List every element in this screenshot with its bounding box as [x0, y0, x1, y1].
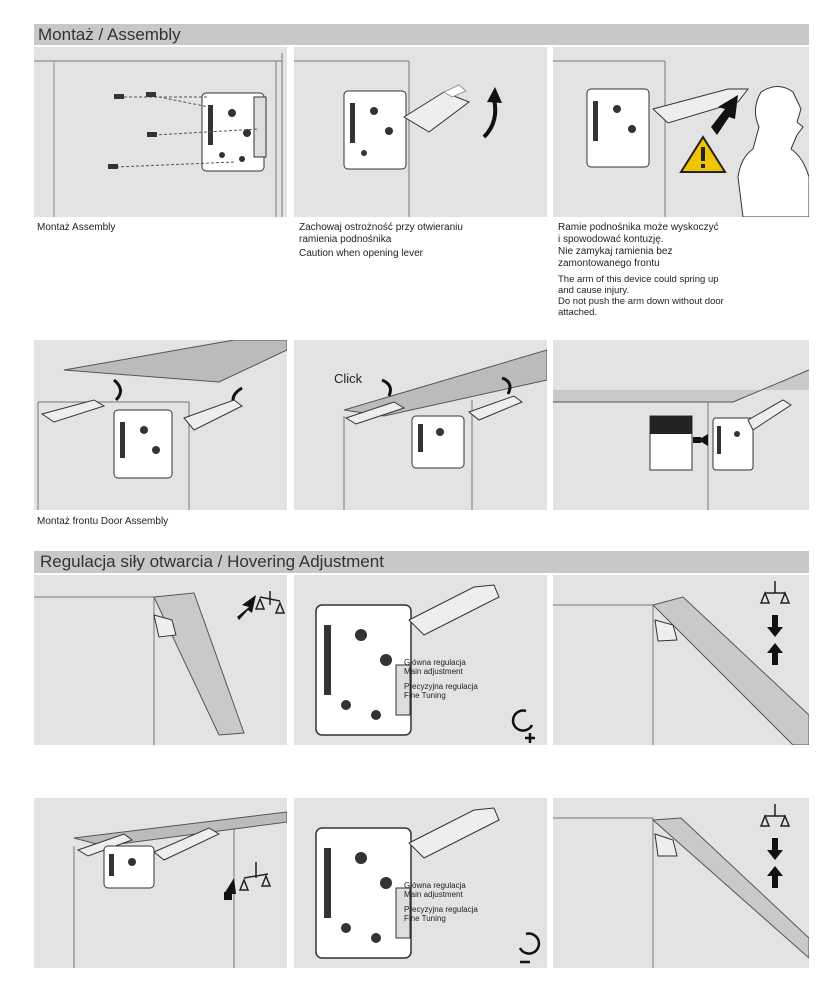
- warn-en-line2: and cause injury.: [558, 285, 630, 296]
- warn-pl-line1: Ramie podnośnika może wyskoczyć: [558, 222, 719, 233]
- caution-pl-line2: ramienia podnośnika: [299, 234, 392, 245]
- warn-en-line1: The arm of this device could spring up: [558, 274, 719, 285]
- main-adjust-en: Main adjustment: [404, 667, 463, 676]
- rotate-plus-icon: [511, 709, 535, 743]
- fine-tuning-en: Fine Tuning: [404, 914, 446, 923]
- caution-en: Caution when opening lever: [299, 248, 423, 259]
- warn-en-line3: Do not push the arm down without door: [558, 296, 724, 307]
- rotate-minus-icon: [518, 932, 541, 964]
- panel-door-click: Click: [294, 340, 547, 510]
- caption-caution: Zachowaj ostrożność przy otwieraniu rami…: [299, 222, 463, 260]
- warn-pl-line3: Nie zamykaj ramienia bez: [558, 246, 673, 257]
- scale-icon: [254, 591, 286, 614]
- fine-tuning-pl: Precyzyjna regulacja: [404, 905, 478, 914]
- main-adjust-pl: Główna regulacja: [404, 658, 466, 667]
- warn-en-line4: attached.: [558, 307, 598, 318]
- panel-warning-spring: [553, 47, 809, 217]
- caption-door-assembly: Montaż frontu Door Assembly: [37, 516, 169, 527]
- main-adjust-en: Main adjustment: [404, 890, 463, 899]
- panel-caution-lever: [294, 47, 547, 217]
- caption-assembly: Montaż Assembly: [37, 222, 116, 233]
- scale-icon: [759, 804, 791, 827]
- caption-warning: Ramie podnośnika może wyskoczyć i spowod…: [558, 222, 724, 318]
- panel-assembly: [34, 47, 287, 217]
- panel-hover-heavy-door: [34, 575, 287, 745]
- fine-tuning-pl: Precyzyjna regulacja: [404, 682, 478, 691]
- section-header-hovering: Regulacja siły otwarcia / Hovering Adjus…: [34, 551, 809, 573]
- section-header-assembly: Montaż / Assembly: [34, 24, 809, 45]
- fine-tuning-en: Fine Tuning: [404, 691, 446, 700]
- panel-hover-light-door: [553, 575, 809, 745]
- caution-pl-line1: Zachowaj ostrożność przy otwieraniu: [299, 222, 463, 233]
- panel-hover-light-door-2: [34, 798, 287, 968]
- click-label: Click: [334, 371, 363, 386]
- warn-pl-line2: i spowodować kontuzję.: [558, 234, 664, 245]
- warning-triangle-icon: [679, 135, 727, 173]
- panel-door-mount: [34, 340, 287, 510]
- panel-hover-adjust-minus: Główna regulacja Main adjustment Precyzy…: [294, 798, 547, 968]
- main-adjust-pl: Główna regulacja: [404, 881, 466, 890]
- panel-hover-heavy-door-2: [553, 798, 809, 968]
- scale-icon: [238, 862, 272, 891]
- scale-icon: [759, 581, 791, 604]
- panel-hover-adjust-plus: Główna regulacja Main adjustment Precyzy…: [294, 575, 547, 745]
- panel-door-closed: [553, 340, 809, 510]
- warn-pl-line4: zamontowanego frontu: [558, 258, 660, 269]
